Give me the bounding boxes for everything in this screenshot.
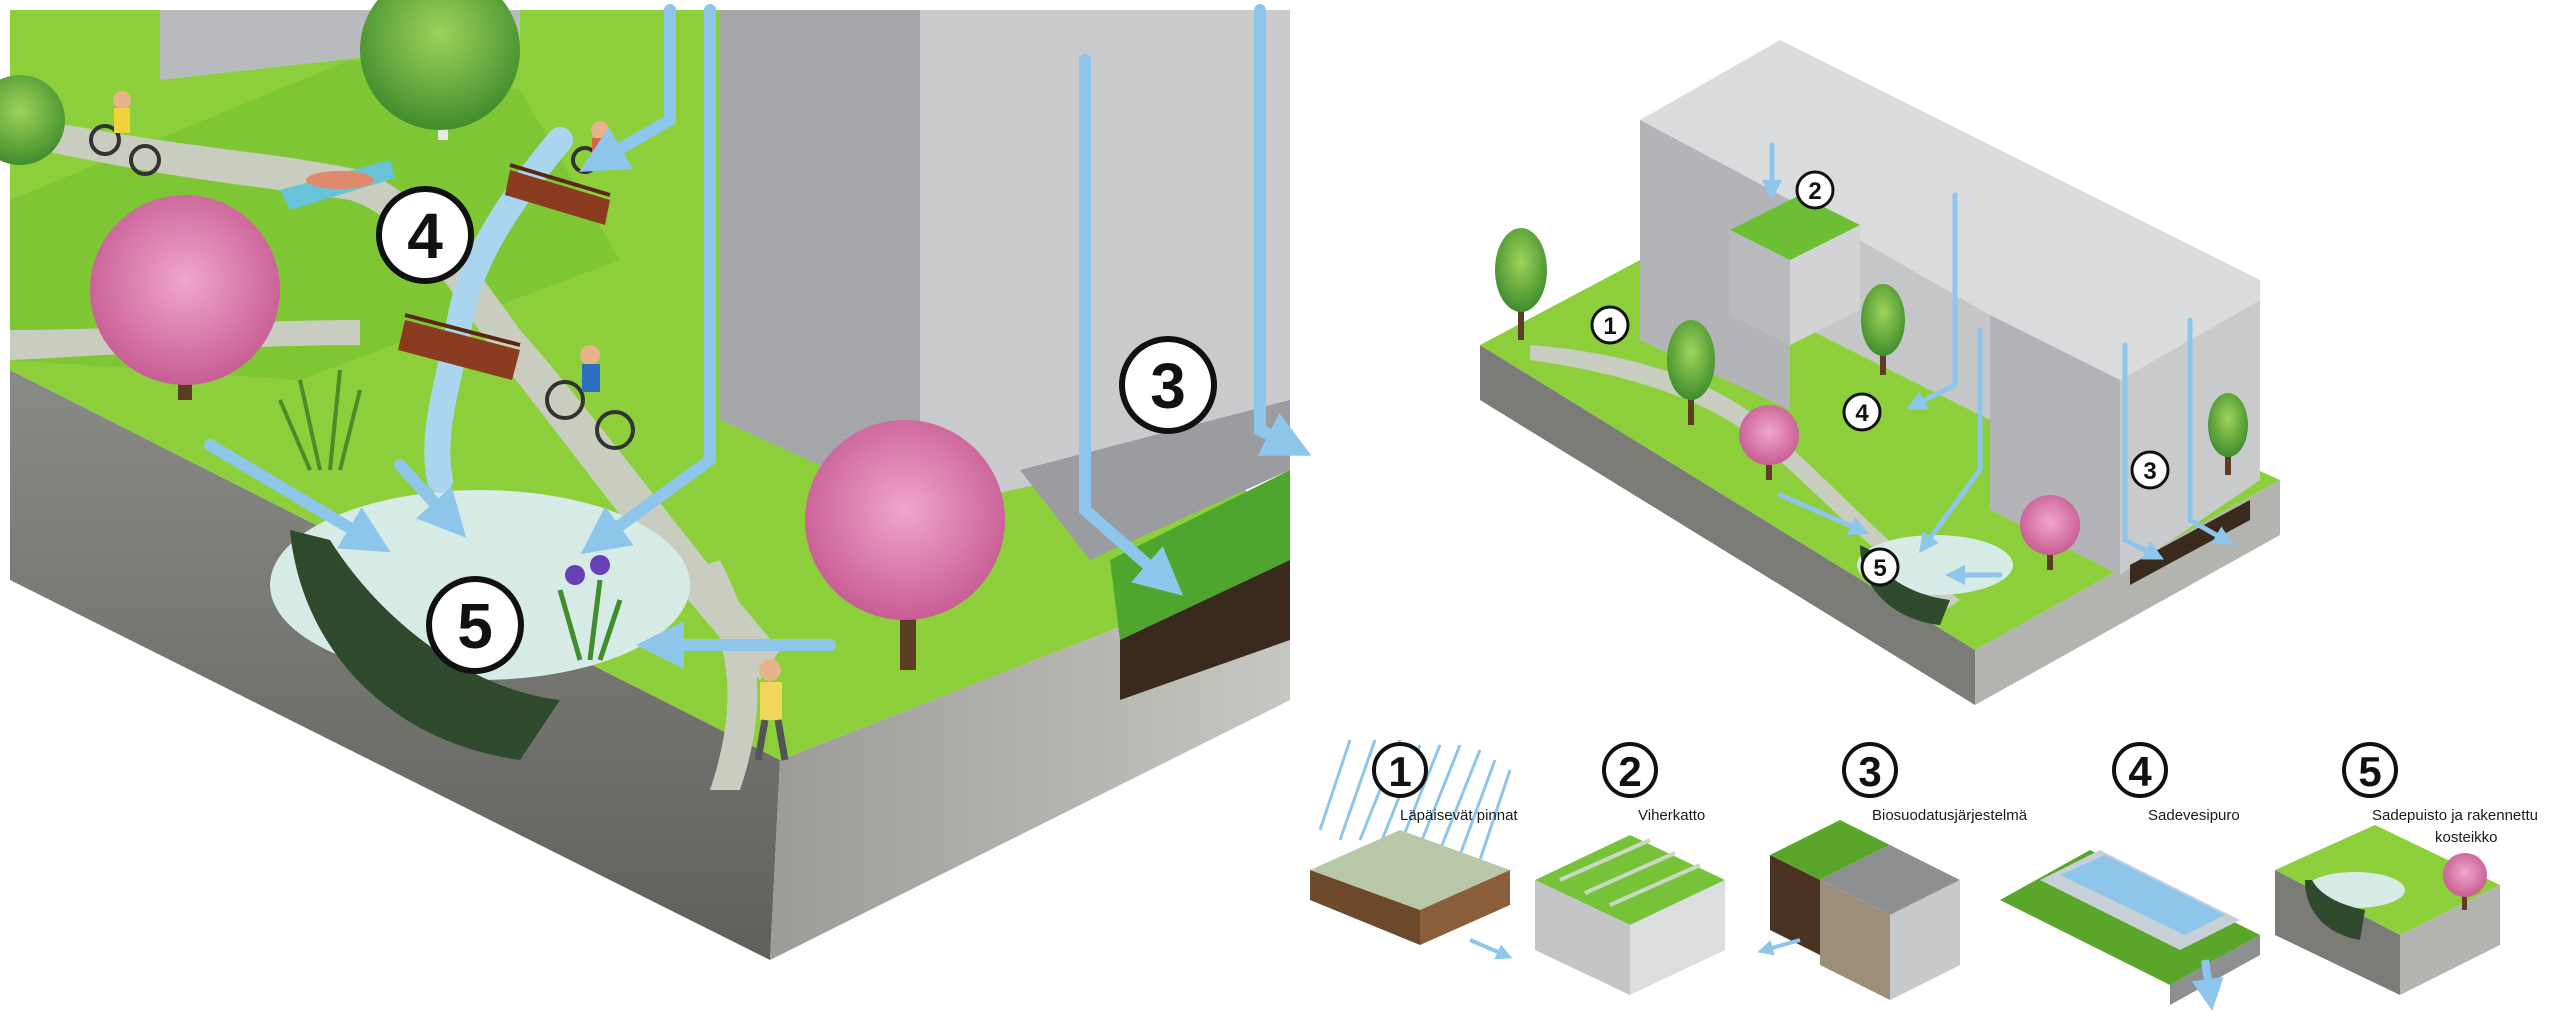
svg-text:3: 3 — [1150, 350, 1186, 422]
greenroof-left — [1535, 880, 1630, 995]
legend-item-4: 4 Sadevesipuro — [2000, 742, 2260, 1011]
green-roof-box-side — [1790, 225, 1860, 345]
legend-number-5 — [2342, 742, 2398, 798]
biofilter-box-right — [1890, 880, 1960, 1000]
walker — [754, 659, 789, 761]
legend-label-1: Läpäisevät pinnat — [1400, 807, 1518, 824]
legend: 1 Läpäisevät pinnat 2 Viherkatto 3 Biosu… — [1310, 739, 2538, 1011]
rain-lines — [1318, 739, 1512, 861]
overview-pond-section — [1860, 545, 1950, 625]
sunbather — [280, 160, 395, 210]
birch-tree — [360, 0, 520, 140]
overview-badge-4: 4 — [1842, 392, 1882, 432]
biofilter-soil — [1120, 560, 1290, 700]
reeds — [278, 369, 362, 471]
overview-tree-2 — [1667, 320, 1715, 425]
overview-badge-5: 5 — [1860, 547, 1900, 587]
biofilter-bed — [1110, 470, 1290, 640]
overview-pond — [1857, 535, 2013, 595]
overview-badge-3: 3 — [2130, 450, 2170, 490]
legend-label-4: Sadevesipuro — [2148, 807, 2240, 824]
brook-water — [2060, 855, 2225, 935]
green-roof-top — [1730, 195, 1860, 260]
greenroof-seams — [1559, 838, 1701, 907]
flow-arrows-overview — [1762, 142, 2234, 585]
overview-badge-1: 1 — [1590, 305, 1630, 345]
bridge-lower — [398, 313, 521, 380]
overview-soil-left — [1480, 345, 1975, 705]
biofilter-soil-face — [1770, 855, 1820, 955]
rainpark-blossom — [2443, 853, 2487, 910]
overview-tree-3 — [1861, 284, 1905, 375]
svg-text:2: 2 — [1808, 178, 1821, 205]
biofilter-box-left — [1820, 880, 1890, 1000]
overview-badge-2: 2 — [1795, 170, 1835, 210]
legend-label-5-line1: Sadepuisto ja rakennettu — [2372, 807, 2538, 824]
cyclist-middle — [545, 345, 635, 450]
svg-text:3: 3 — [2143, 458, 2156, 485]
legend-number-4 — [2112, 742, 2168, 798]
overview-biofilter — [2130, 500, 2250, 585]
pond-cross-section — [290, 530, 560, 760]
svg-text:4: 4 — [407, 200, 443, 272]
flow-arrows-closeup — [204, 4, 1312, 669]
footpath-3 — [690, 560, 758, 790]
svg-text:5: 5 — [2358, 748, 2381, 795]
permeable-block-left — [1310, 870, 1420, 945]
tree-edge-left — [0, 75, 65, 165]
legend-number-1 — [1372, 742, 1428, 798]
greenroof-right — [1630, 880, 1725, 995]
svg-text:2: 2 — [1618, 748, 1641, 795]
bridge-upper — [505, 163, 611, 225]
legend-label-2: Viherkatto — [1638, 807, 1705, 824]
cyclist-top — [89, 91, 161, 176]
rainpark-right — [2400, 885, 2500, 995]
svg-text:4: 4 — [1855, 400, 1869, 427]
svg-text:4: 4 — [2128, 748, 2152, 795]
badge-3: 3 — [1119, 336, 1217, 434]
brook-arrow — [2191, 959, 2224, 1011]
svg-text:5: 5 — [1873, 555, 1886, 582]
svg-text:1: 1 — [1603, 313, 1616, 340]
legend-number-2 — [1602, 742, 1658, 798]
overview-illustration: 1 2 3 4 5 — [1480, 40, 2280, 705]
permeable-block-right — [1420, 870, 1510, 945]
biofilter-arrow — [1757, 938, 1801, 956]
legend-item-5: 5 Sadepuisto ja rakennettu kosteikko — [2275, 742, 2538, 995]
building-main-shade — [720, 10, 920, 510]
permeable-block-top — [1310, 830, 1510, 910]
overview-tree-1 — [1495, 228, 1547, 340]
infiltration-arrow — [1469, 938, 1513, 960]
cherry-tree-right — [805, 420, 1005, 670]
legend-item-3: 3 Biosuodatusjärjestelmä — [1757, 742, 2028, 1000]
rainpark-section — [2305, 880, 2365, 940]
biofilter-grass — [1770, 820, 1890, 880]
overview-tree-4 — [2208, 393, 2248, 475]
overview-blossom-2 — [2020, 495, 2080, 570]
iris-plant — [557, 555, 623, 661]
badge-5: 5 — [426, 576, 524, 674]
svg-text:5: 5 — [457, 590, 493, 662]
closeup-illustration: 4 5 3 — [0, 0, 1312, 960]
cherry-tree-left — [90, 195, 280, 400]
legend-item-2: 2 Viherkatto — [1535, 742, 1725, 995]
svg-text:1: 1 — [1388, 748, 1411, 795]
legend-number-3 — [1842, 742, 1898, 798]
legend-item-1: 1 Läpäisevät pinnat — [1310, 739, 1518, 960]
green-roof-box-front — [1730, 230, 1790, 345]
badge-4: 4 — [376, 186, 474, 284]
svg-text:3: 3 — [1858, 748, 1881, 795]
overview-building-top — [1640, 40, 2260, 380]
overview-blossom-1 — [1739, 405, 1799, 480]
legend-label-5-line2: kosteikko — [2435, 829, 2498, 846]
legend-label-3: Biosuodatusjärjestelmä — [1872, 807, 2028, 824]
overview-building-right-face — [1990, 315, 2120, 575]
